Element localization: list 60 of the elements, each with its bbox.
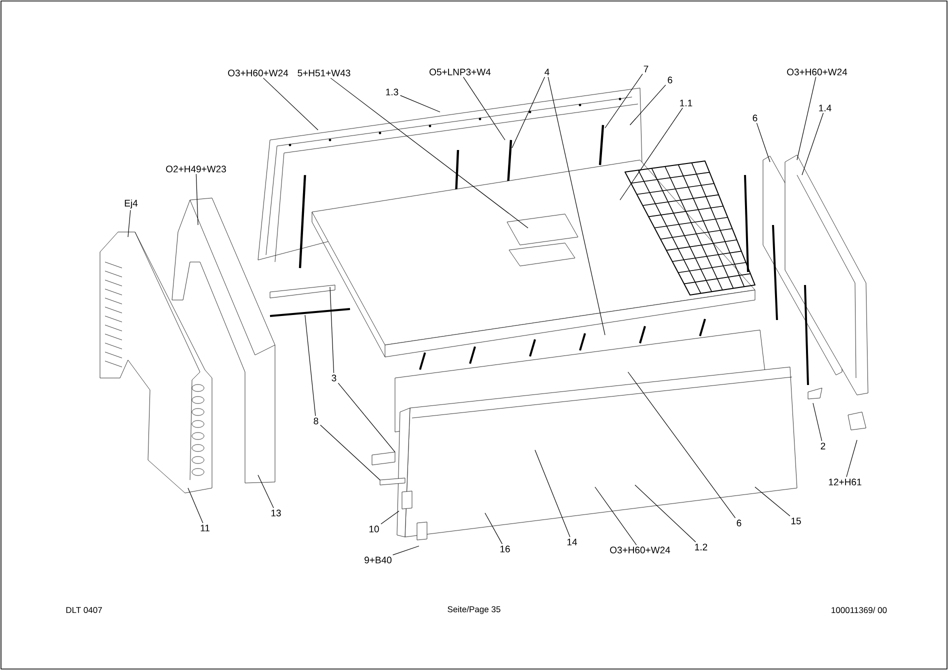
callout-label: 12+H61: [828, 478, 862, 486]
footer-text: 100011369/ 00: [832, 606, 887, 614]
callout-label: 1.4: [819, 104, 832, 112]
footer-text: DLT 0407: [66, 607, 102, 613]
callout-label: 15: [791, 518, 801, 524]
callout-label: 5+H51+W43: [298, 70, 350, 76]
callout-label: 8: [314, 418, 318, 424]
leader-line: [628, 372, 736, 518]
leader-line: [188, 488, 204, 524]
callout-label: 10: [369, 526, 379, 532]
callout-label: 3: [332, 374, 336, 382]
leader-line: [128, 210, 131, 238]
callout-label: 1.2: [695, 544, 708, 550]
callout-label: 7: [644, 66, 648, 72]
callout-label: 4: [544, 68, 550, 76]
leader-line: [534, 450, 570, 538]
leader-line: [620, 108, 683, 200]
leader-line: [320, 424, 380, 480]
callout-label: 1.3: [386, 88, 398, 96]
callout-label: 11: [200, 524, 210, 532]
callout-label: 13: [271, 510, 281, 516]
leader-line: [796, 76, 816, 160]
leader-line: [258, 474, 274, 508]
leader-line: [196, 174, 198, 226]
leader-line: [338, 382, 396, 452]
callout-label: O3+H60+W24: [787, 68, 848, 76]
callout-label: 6: [736, 520, 742, 526]
callout-label: 2: [820, 442, 826, 450]
leader-line: [812, 402, 822, 442]
leader-line: [802, 112, 824, 176]
leader-line: [484, 512, 502, 544]
leader-line: [463, 76, 506, 140]
leader-line: [756, 122, 770, 162]
callout-label: O2+H49+W23: [166, 166, 226, 172]
callout-label: O5+LNP3+W4: [430, 68, 491, 76]
leader-line: [380, 510, 400, 524]
leader-line: [846, 440, 858, 478]
leader-line: [400, 95, 440, 112]
leader-line: [263, 78, 318, 130]
leader-line: [330, 78, 528, 228]
leader-line: [512, 76, 546, 148]
callout-label: 6: [668, 76, 672, 84]
callout-label: 1.1: [680, 100, 692, 106]
callout-label: O3+H60+W24: [228, 70, 288, 76]
footer-text: Seite/Page 35: [448, 606, 500, 614]
leader-line: [594, 486, 637, 546]
leader-line: [392, 546, 420, 556]
leader-line: [754, 486, 790, 516]
callout-label: O3+H60+W24: [610, 546, 670, 554]
leader-line: [630, 84, 666, 126]
callout-label: 16: [500, 546, 510, 552]
leader-line: [330, 286, 334, 374]
leader-line: [604, 74, 643, 128]
callout-label: Ej4: [124, 200, 138, 208]
callout-label: 9+B40: [364, 556, 392, 564]
callout-label: 14: [567, 538, 577, 546]
callout-label: 6: [752, 114, 758, 122]
leader-line: [634, 484, 696, 542]
leader-line: [304, 314, 316, 416]
leader-line: [548, 76, 606, 336]
